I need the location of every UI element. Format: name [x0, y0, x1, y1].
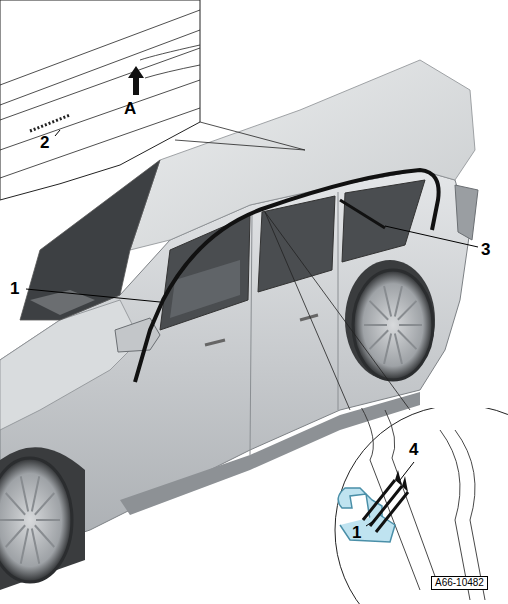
- wheel-spoke: [370, 301, 389, 320]
- wheel-spoke: [32, 476, 39, 511]
- figure-reference: A66-10482: [431, 576, 488, 590]
- wheel-spoke: [21, 476, 28, 511]
- wheel-spoke: [370, 330, 389, 349]
- wheel-spoke: [399, 324, 422, 326]
- wheel-spoke: [35, 493, 54, 515]
- callout-number: 4: [409, 441, 418, 458]
- callout-number: 2: [40, 134, 49, 151]
- wheel-spoke: [364, 324, 387, 326]
- callout-number: A: [124, 100, 136, 117]
- wheel-spoke: [398, 330, 417, 349]
- wheel-spoke: [0, 519, 24, 521]
- wheel-spoke: [36, 519, 60, 521]
- wheel-spoke: [6, 525, 25, 547]
- wheel-spoke: [384, 334, 391, 364]
- callout-number: 1: [10, 280, 19, 297]
- wheel-spoke: [384, 286, 391, 316]
- wheel-spoke: [398, 301, 417, 320]
- callout-number: 3: [481, 241, 490, 258]
- wheel-spoke: [395, 286, 402, 316]
- callout-number: 1: [352, 524, 361, 541]
- wheel-spoke: [32, 529, 39, 564]
- wheel-spoke: [395, 334, 402, 364]
- wheel-spoke: [21, 529, 28, 564]
- wheel-spoke: [35, 525, 54, 547]
- wheel-spoke: [6, 493, 25, 515]
